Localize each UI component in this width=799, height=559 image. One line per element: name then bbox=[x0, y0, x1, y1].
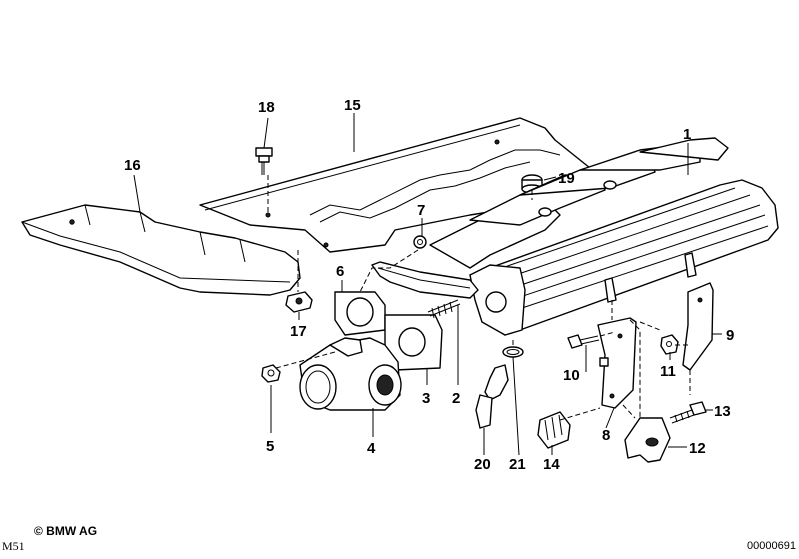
bracket-8 bbox=[597, 317, 637, 409]
clamp-12 bbox=[624, 417, 671, 463]
copyright-notice: © BMW AG bbox=[34, 524, 98, 538]
nut-11 bbox=[660, 334, 679, 355]
stud-2 bbox=[427, 299, 461, 319]
callout-3: 3 bbox=[422, 390, 430, 407]
callout-20: 20 bbox=[474, 456, 491, 473]
leader-lines bbox=[133, 113, 722, 456]
callout-21: 21 bbox=[509, 456, 526, 473]
callout-13: 13 bbox=[714, 403, 731, 420]
callout-2: 2 bbox=[452, 390, 460, 407]
connector-14 bbox=[537, 411, 571, 449]
callout-6: 6 bbox=[336, 263, 344, 280]
callout-19: 19 bbox=[558, 170, 575, 187]
bracket-9 bbox=[682, 282, 714, 371]
heat-shield-left bbox=[21, 204, 301, 296]
sensor-20 bbox=[475, 364, 509, 440]
intake-manifold bbox=[371, 137, 779, 336]
callout-9: 9 bbox=[726, 327, 734, 344]
callout-labels: 1 2 3 4 5 6 7 8 9 10 11 12 13 14 15 16 1… bbox=[124, 97, 734, 473]
bolt-18 bbox=[255, 147, 273, 175]
callout-10: 10 bbox=[563, 367, 580, 384]
callout-7: 7 bbox=[417, 202, 425, 219]
o-ring-21 bbox=[502, 346, 524, 358]
nut-7 bbox=[413, 235, 427, 249]
callout-14: 14 bbox=[543, 456, 560, 473]
bolt-10 bbox=[567, 334, 600, 349]
model-code: M51 bbox=[2, 539, 25, 553]
nut-5 bbox=[261, 364, 281, 383]
callout-15: 15 bbox=[344, 97, 361, 114]
assembly-lines bbox=[267, 175, 691, 421]
throttle-housing-4 bbox=[299, 337, 402, 411]
gasket-6 bbox=[334, 291, 386, 336]
clip-17 bbox=[285, 291, 313, 313]
callout-18: 18 bbox=[258, 99, 275, 116]
callout-16: 16 bbox=[124, 157, 141, 174]
callout-5: 5 bbox=[266, 438, 274, 455]
callout-4: 4 bbox=[367, 440, 376, 457]
drawing-number: 00000691 bbox=[747, 540, 796, 552]
callout-17: 17 bbox=[290, 323, 307, 340]
callout-11: 11 bbox=[660, 363, 676, 380]
callout-12: 12 bbox=[689, 440, 706, 457]
bolt-13 bbox=[669, 401, 707, 424]
callout-1: 1 bbox=[683, 126, 691, 143]
callout-8: 8 bbox=[602, 427, 610, 444]
